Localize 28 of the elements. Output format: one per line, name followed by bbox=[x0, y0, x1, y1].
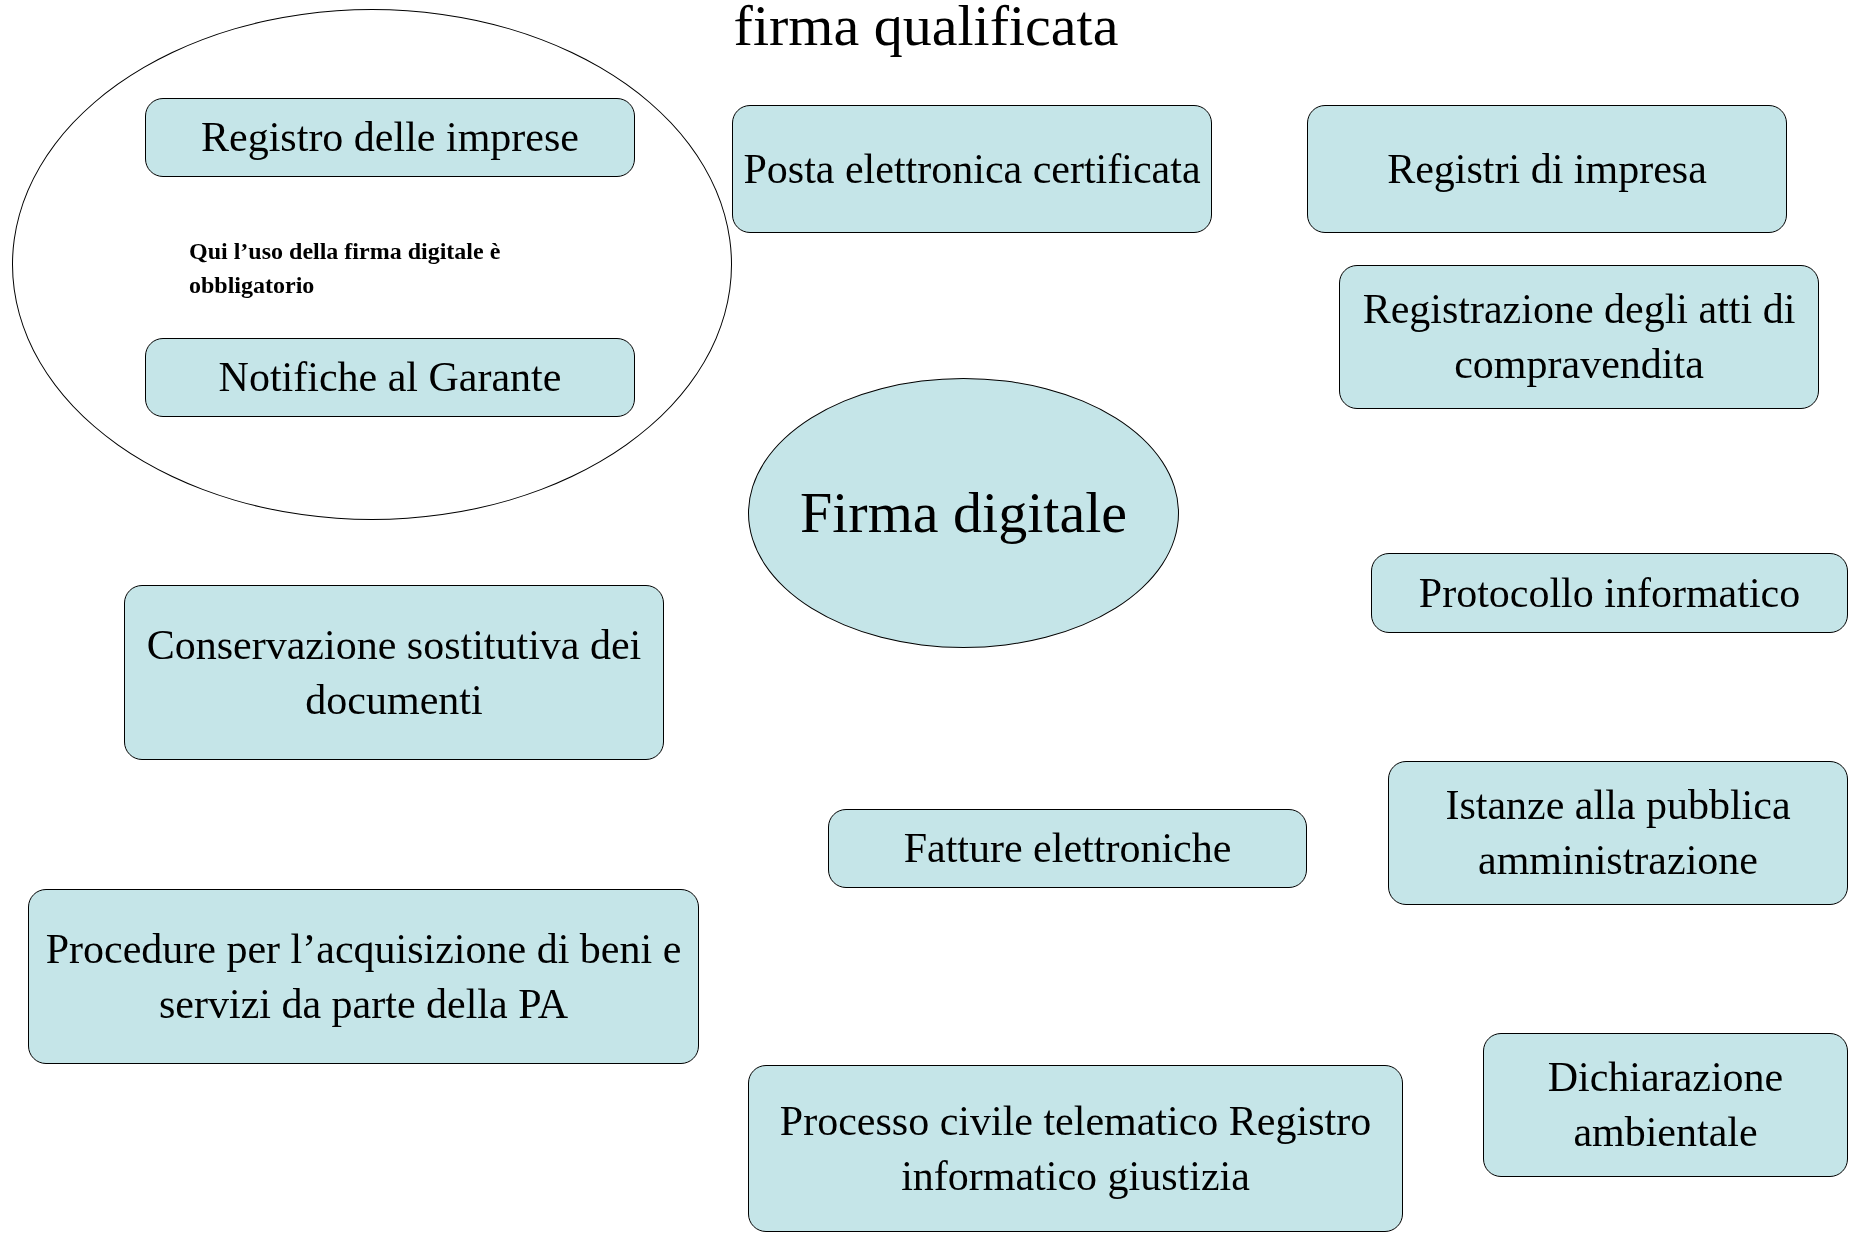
note-text: Qui l’uso della firma digitale è obbligatorio bbox=[189, 237, 502, 300]
node-text: Procedure per l’acquisizione di beni e servizi da parte della PA bbox=[44, 924, 683, 1029]
node-text: Processo civile telematico Registro informatico giustizia bbox=[778, 1096, 1373, 1201]
node-text: Registro delle imprese bbox=[201, 113, 579, 163]
rounded-box bbox=[1371, 553, 1848, 633]
rounded-box bbox=[1483, 1033, 1848, 1177]
node-text: Fatture elettroniche bbox=[903, 824, 1232, 874]
rounded-box bbox=[1339, 265, 1819, 409]
rounded-box bbox=[145, 338, 635, 417]
node-text: Notifiche al Garante bbox=[218, 353, 562, 403]
rounded-box bbox=[1307, 105, 1787, 233]
rounded-box bbox=[828, 809, 1307, 888]
node-text: Conservazione sostitutiva dei documenti bbox=[145, 620, 643, 725]
node-text: Dichiarazione ambientale bbox=[1546, 1053, 1785, 1157]
rounded-box bbox=[145, 98, 635, 177]
rounded-box bbox=[732, 105, 1212, 233]
ellipse-node bbox=[12, 9, 732, 520]
node-text: Firma digitale bbox=[800, 479, 1127, 548]
rounded-box bbox=[748, 1065, 1403, 1232]
title: firma qualificata bbox=[732, 0, 1120, 59]
node-text: Registrazione degli atti di compravendita bbox=[1361, 285, 1797, 389]
node-text: Posta elettronica certificata bbox=[743, 144, 1201, 194]
rounded-box bbox=[28, 889, 699, 1064]
rounded-box bbox=[1388, 761, 1848, 905]
node-text: Protocollo informatico bbox=[1418, 568, 1801, 618]
rounded-box bbox=[124, 585, 664, 760]
node-text: Istanze alla pubblica amministrazione bbox=[1444, 781, 1792, 885]
node-text: Registri di impresa bbox=[1387, 144, 1707, 194]
